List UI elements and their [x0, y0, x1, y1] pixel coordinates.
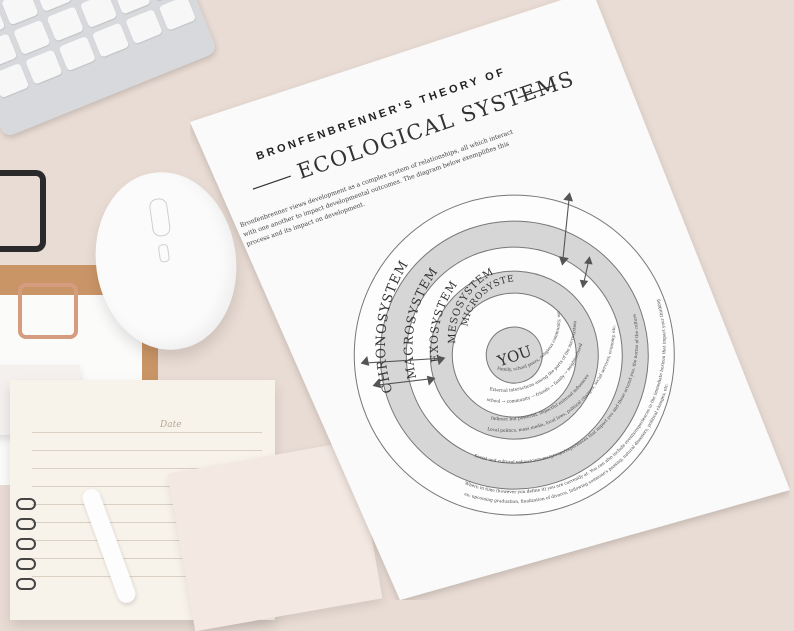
eyeglasses: [0, 170, 46, 252]
arrow-head: [436, 355, 446, 366]
key: [46, 6, 85, 42]
mouse-button: [157, 243, 171, 263]
title-rule: [252, 175, 292, 190]
key: [91, 22, 130, 58]
double-arrow: [561, 193, 571, 265]
arrow-head: [372, 378, 382, 389]
binder-clip: [18, 283, 78, 339]
you-center: [485, 326, 543, 384]
key: [13, 19, 51, 56]
key: [79, 0, 118, 29]
keyboard: [0, 0, 218, 138]
spiral-ring: [16, 558, 36, 570]
ecological-systems-document: BRONFENBRENNER'S THEORY OF ECOLOGICAL SY…: [190, 0, 790, 600]
spiral-ring: [16, 498, 36, 510]
mouse-wheel: [148, 197, 172, 238]
arrow-head: [426, 375, 436, 386]
arrow-head: [563, 192, 574, 202]
key: [125, 8, 163, 45]
arrow-head: [558, 256, 569, 266]
spiral-ring: [16, 578, 36, 590]
arrow-head: [360, 355, 370, 366]
double-arrow: [373, 377, 435, 387]
spiral-ring: [16, 538, 36, 550]
key: [0, 62, 30, 99]
key: [0, 33, 18, 69]
key: [25, 49, 63, 85]
arrow-head: [579, 279, 589, 289]
double-arrow: [361, 357, 445, 364]
title-rule: [517, 84, 556, 99]
key: [58, 35, 97, 72]
interaction-arrows: [360, 192, 593, 389]
spiral-ring: [16, 518, 36, 530]
notebook-date-label: Date: [160, 420, 182, 430]
arrow-head: [584, 256, 593, 265]
